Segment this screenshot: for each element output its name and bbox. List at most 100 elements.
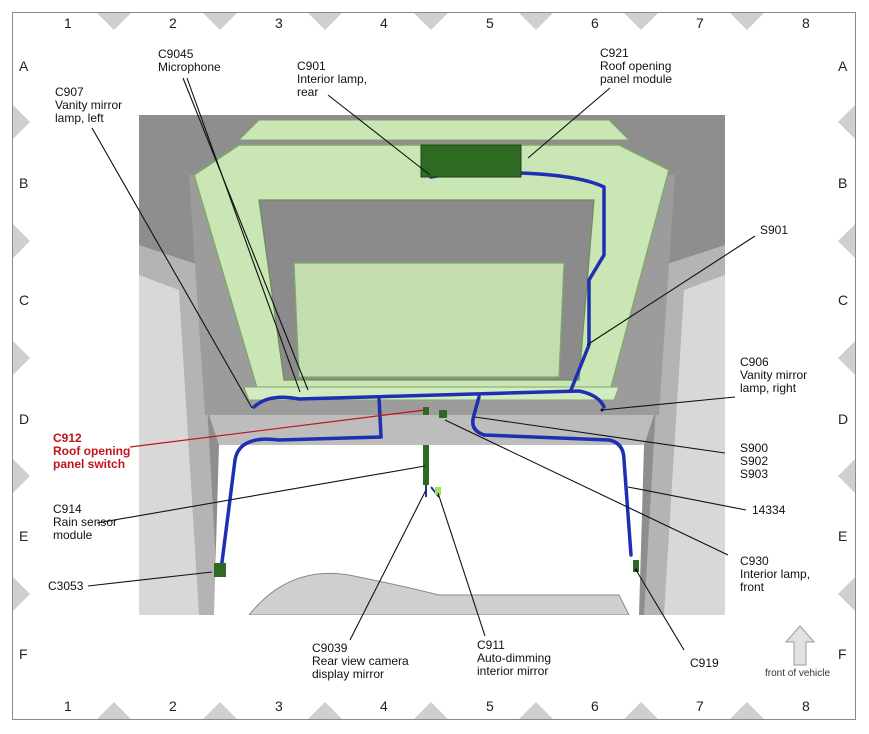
harness-right-drop [471, 395, 486, 437]
grid-row-left-e: E [19, 528, 29, 544]
grid-row-right-e: E [838, 528, 848, 544]
leader-c911 [437, 492, 486, 637]
harness-left-down [219, 458, 237, 572]
border-marker-top-4 [414, 13, 448, 30]
grid-col-bottom-1: 1 [64, 698, 72, 714]
border-marker-right-2 [838, 224, 855, 258]
border-marker-bottom-2 [203, 702, 237, 719]
leader-c921 [527, 87, 611, 159]
leader-c9039 [349, 489, 427, 641]
label-c911: C911 Auto-dimming interior mirror [477, 638, 552, 678]
border-marker-right-5 [838, 577, 855, 611]
border-marker-top-5 [519, 13, 553, 30]
leader-tip-c919 [634, 568, 638, 572]
border-marker-left-5 [13, 577, 30, 611]
grid-row-left-c: C [19, 292, 30, 308]
leader-c907 [91, 127, 253, 409]
label-c930: C930 Interior lamp, front [740, 554, 811, 594]
left-window [139, 275, 199, 615]
grid-col-bottom-8: 8 [802, 698, 810, 714]
label-14334: 14334 [752, 503, 786, 517]
leader-c9045 [182, 77, 309, 391]
connector-c930 [439, 410, 447, 418]
grid-row-right-f: F [838, 646, 847, 662]
border-marker-right-3 [838, 341, 855, 375]
rear-header [237, 119, 631, 141]
leader-c919 [635, 569, 685, 651]
border-marker-left-2 [13, 224, 30, 258]
front-of-vehicle-arrow-icon [784, 625, 816, 666]
leader-c901 [327, 94, 431, 176]
grid-col-bottom-5: 5 [486, 698, 494, 714]
leader-tip-c906 [600, 408, 604, 412]
grid-col-bottom-2: 2 [169, 698, 177, 714]
leader-c912 [129, 409, 426, 448]
connector-c912 [423, 407, 429, 415]
windshield-area [214, 445, 644, 615]
leader-c3053 [87, 571, 213, 587]
grid-col-bottom-3: 3 [275, 698, 283, 714]
grid-col-top-4: 4 [380, 15, 388, 31]
leader-s900 [474, 416, 726, 454]
front-of-vehicle-label: front of vehicle [765, 668, 831, 679]
label-c907: C907 Vanity mirror lamp, left [55, 85, 123, 125]
leader-c930 [444, 419, 729, 556]
grid-col-top-2: 2 [169, 15, 177, 31]
right-window [664, 275, 725, 615]
grid-col-bottom-7: 7 [696, 698, 704, 714]
border-marker-left-1 [13, 105, 30, 139]
grid-row-left-f: F [19, 646, 28, 662]
connector-c3053 [214, 563, 226, 577]
connector-c919 [633, 560, 639, 572]
border-marker-top-1 [97, 13, 131, 30]
grid-col-bottom-4: 4 [380, 698, 388, 714]
label-c906: C906 Vanity mirror lamp, right [740, 355, 808, 395]
grid-col-top-1: 1 [64, 15, 72, 31]
leader-c9045-b [186, 77, 301, 393]
grid-col-top-6: 6 [591, 15, 599, 31]
grid-col-bottom-6: 6 [591, 698, 599, 714]
border-marker-bottom-5 [519, 702, 553, 719]
grid-col-top-8: 8 [802, 15, 810, 31]
leader-c914 [96, 465, 426, 524]
grid-col-top-3: 3 [275, 15, 283, 31]
leader-c906 [601, 396, 736, 411]
label-c9039: C9039 Rear view camera display mirror [312, 641, 409, 681]
label-c9045: C9045 Microphone [158, 47, 221, 74]
harness-front-rail [252, 389, 606, 409]
rain-sensor-stem [423, 445, 429, 485]
border-marker-bottom-6 [624, 702, 658, 719]
sunshade [293, 262, 565, 378]
grid-row-left-b: B [19, 175, 29, 191]
label-c912: C912 Roof opening panel switch [53, 431, 131, 471]
diagram-frame [12, 12, 856, 720]
border-marker-right-4 [838, 459, 855, 493]
border-marker-top-3 [308, 13, 342, 30]
label-c914: C914 Rain sensor module [53, 502, 118, 542]
label-s900-s902-s903: S900 S902 S903 [740, 441, 769, 481]
harness-center-drop [377, 395, 383, 439]
label-s901: S901 [760, 223, 789, 237]
grid-row-right-c: C [838, 292, 849, 308]
border-marker-top-7 [730, 13, 764, 30]
grid-row-right-d: D [838, 411, 849, 427]
label-c921: C921 Roof opening panel module [600, 46, 673, 86]
border-marker-top-2 [203, 13, 237, 30]
grid-row-right-a: A [838, 58, 848, 74]
border-marker-left-4 [13, 459, 30, 493]
harness-lower-loop [233, 433, 633, 557]
dashboard [248, 572, 630, 615]
grid-col-top-5: 5 [486, 15, 494, 31]
border-marker-left-3 [13, 341, 30, 375]
border-marker-bottom-4 [414, 702, 448, 719]
grid-col-top-7: 7 [696, 15, 704, 31]
grid-row-left-a: A [19, 58, 29, 74]
leader-14334 [627, 486, 747, 511]
border-marker-bottom-3 [308, 702, 342, 719]
border-marker-bottom-1 [97, 702, 131, 719]
border-marker-bottom-7 [730, 702, 764, 719]
grid-row-right-b: B [838, 175, 848, 191]
roof-module-c921 [420, 144, 522, 178]
border-marker-top-6 [624, 13, 658, 30]
